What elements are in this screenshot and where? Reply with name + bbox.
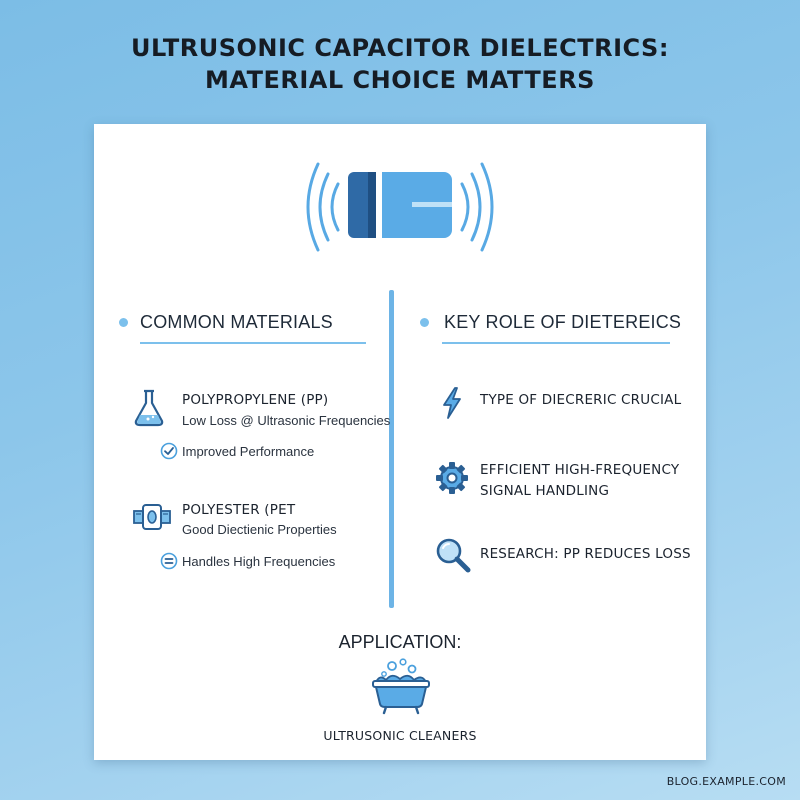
left-section-heading: COMMON MATERIALS xyxy=(140,312,333,332)
right-section-heading: KEY ROLE OF DIETEREICS xyxy=(444,312,682,332)
right-section-underline xyxy=(442,342,670,344)
infographic-card: COMMON MATERIALS POLYPROPYLENE (PP) Low … xyxy=(94,124,706,760)
material-title-pp: POLYPROPYLENE (PP) xyxy=(182,392,329,408)
capacitor-sound-waves-icon xyxy=(306,162,494,252)
section-divider xyxy=(389,290,394,608)
bathtub-bubbles-icon xyxy=(372,658,430,715)
key-role-item-2-line-1: EFFICIENT HIGH-FREQUENCY xyxy=(480,462,680,478)
gear-icon xyxy=(436,462,468,494)
left-section-bullet xyxy=(119,318,128,327)
material-title-pet: POLYESTER (PET xyxy=(182,502,296,518)
material-subtitle-pp: Low Loss @ Ultrasonic Frequencies xyxy=(182,413,391,428)
application-label: APPLICATION: xyxy=(338,632,462,652)
key-role-item-1: TYPE OF DIECRERIC CRUCIAL xyxy=(480,392,682,408)
left-section-underline xyxy=(140,342,366,344)
film-roll-icon xyxy=(133,504,171,530)
material-note-pet: Handles High Frequencies xyxy=(182,554,336,569)
page-title-line-1: ULTRUSONIC CAPACITOR DIELECTRICS: xyxy=(131,34,669,62)
equals-circle-icon xyxy=(160,552,178,570)
check-circle-icon xyxy=(160,442,178,460)
material-subtitle-pet: Good Diectienic Properties xyxy=(182,522,337,537)
page-title-line-2: MATERIAL CHOICE MATTERS xyxy=(205,66,595,94)
magnifier-icon xyxy=(436,538,471,573)
material-note-pp: Improved Performance xyxy=(182,444,315,459)
key-role-item-3: RESEARCH: PP REDUCES LOSS xyxy=(480,546,691,562)
key-role-item-2-line-2: SIGNAL HANDLING xyxy=(480,483,610,499)
right-section-bullet xyxy=(420,318,429,327)
application-caption: ULTRUSONIC CLEANERS xyxy=(323,728,477,743)
lightning-icon xyxy=(443,387,461,419)
flask-icon xyxy=(134,389,164,427)
footer-url: BLOG.EXAMPLE.COM xyxy=(666,775,786,788)
